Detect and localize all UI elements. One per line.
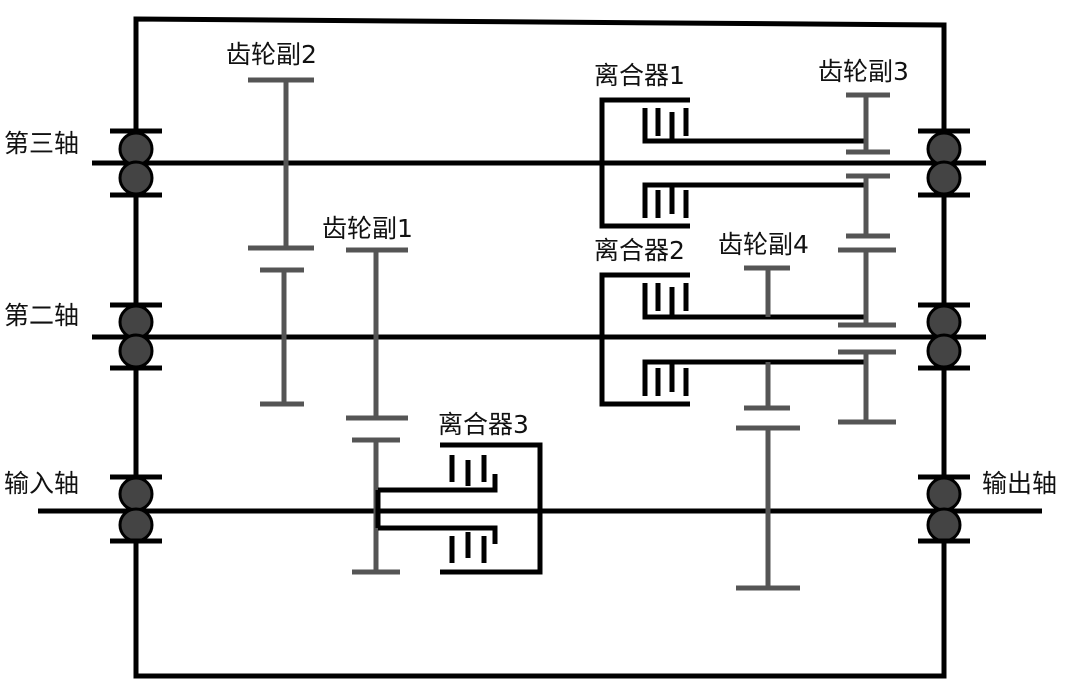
gear-pair-3: [838, 92, 896, 425]
label-gear-pair-2: 齿轮副2: [226, 40, 317, 69]
bearing-right-output: [918, 474, 970, 544]
gear-pair-1: [346, 247, 408, 575]
label-clutch-3: 离合器3: [438, 410, 529, 439]
label-output-shaft: 输出轴: [982, 469, 1057, 498]
housing-frame: [133, 16, 947, 679]
gear-pair-2: [248, 77, 314, 407]
bearing-left-input: [110, 474, 162, 544]
label-gear-pair-3: 齿轮副3: [818, 57, 909, 86]
bearing-left-second: [110, 302, 162, 371]
label-second-shaft: 第二轴: [4, 301, 79, 330]
gear-pair-4: [736, 265, 800, 591]
label-input-shaft: 输入轴: [4, 469, 79, 498]
label-clutch-1: 离合器1: [594, 61, 685, 90]
label-clutch-2: 离合器2: [594, 236, 685, 265]
label-third-shaft: 第三轴: [4, 129, 79, 158]
clutch-2: [599, 272, 866, 407]
bearing-left-third: [110, 128, 162, 198]
bearing-right-third: [918, 128, 970, 198]
label-gear-pair-4: 齿轮副4: [718, 230, 809, 259]
label-gear-pair-1: 齿轮副1: [322, 214, 413, 243]
clutch-1: [599, 97, 866, 229]
bearing-right-second: [918, 302, 970, 371]
clutch-3: [375, 442, 543, 575]
